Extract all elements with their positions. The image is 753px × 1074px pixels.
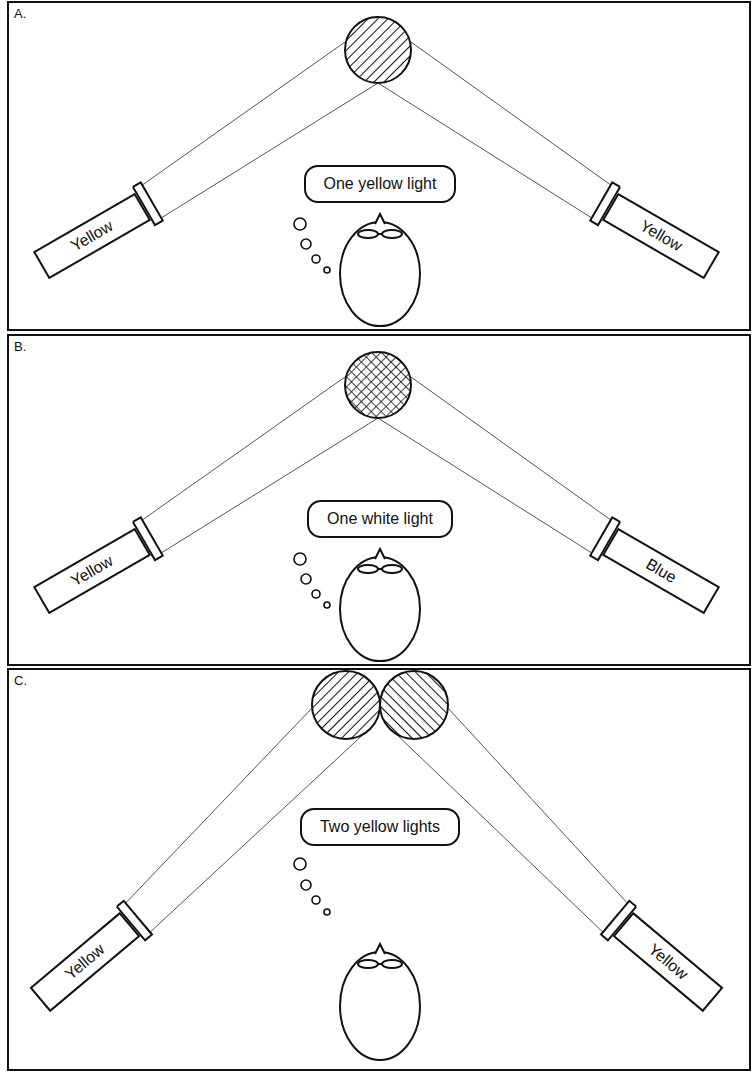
panel-letter: B. bbox=[12, 339, 28, 354]
panel-frames bbox=[8, 2, 750, 1070]
flashlight: Yellow bbox=[30, 912, 141, 1012]
panel-letter: C. bbox=[12, 673, 29, 688]
flashlight-label: Blue bbox=[643, 555, 680, 587]
thought-bubble: Two yellow lights bbox=[300, 808, 460, 846]
light-spot bbox=[345, 352, 411, 418]
thought-text: Two yellow lights bbox=[320, 818, 440, 835]
flashlight: Yellow bbox=[33, 528, 151, 615]
light-ray bbox=[411, 42, 611, 185]
flashlight: Yellow bbox=[613, 912, 724, 1012]
light-spots bbox=[312, 17, 448, 739]
observer-head bbox=[340, 549, 420, 661]
flashlight-label: Yellow bbox=[637, 217, 686, 255]
light-spot bbox=[312, 671, 380, 739]
thought-text: One yellow light bbox=[324, 175, 437, 192]
flashlight-label: Yellow bbox=[68, 217, 117, 255]
observer-head bbox=[340, 214, 420, 326]
light-rays bbox=[126, 42, 628, 932]
light-ray bbox=[411, 377, 611, 520]
thought-bubble: One white light bbox=[307, 500, 453, 538]
panel-frame bbox=[8, 669, 750, 1070]
flashlight: Yellow bbox=[602, 193, 720, 280]
light-ray bbox=[142, 42, 345, 185]
observer-head bbox=[340, 944, 420, 1060]
panel-letter: A. bbox=[12, 6, 28, 21]
thought-bubble: One yellow light bbox=[304, 165, 457, 203]
flashlight: Yellow bbox=[33, 193, 151, 280]
observer-heads bbox=[340, 214, 420, 1060]
light-spot bbox=[345, 17, 411, 83]
light-ray bbox=[447, 707, 627, 903]
flashlight-label: Yellow bbox=[62, 940, 109, 983]
flashlight: Blue bbox=[602, 528, 720, 615]
flashlight-label: Yellow bbox=[68, 552, 117, 590]
light-ray bbox=[126, 707, 313, 903]
torch-lenses bbox=[117, 182, 636, 940]
panel-frame bbox=[8, 2, 750, 330]
light-ray bbox=[142, 377, 345, 520]
light-spot bbox=[380, 671, 448, 739]
panel-frame bbox=[8, 335, 750, 665]
thought-text: One white light bbox=[327, 510, 433, 527]
flashlight-label: Yellow bbox=[645, 940, 692, 983]
